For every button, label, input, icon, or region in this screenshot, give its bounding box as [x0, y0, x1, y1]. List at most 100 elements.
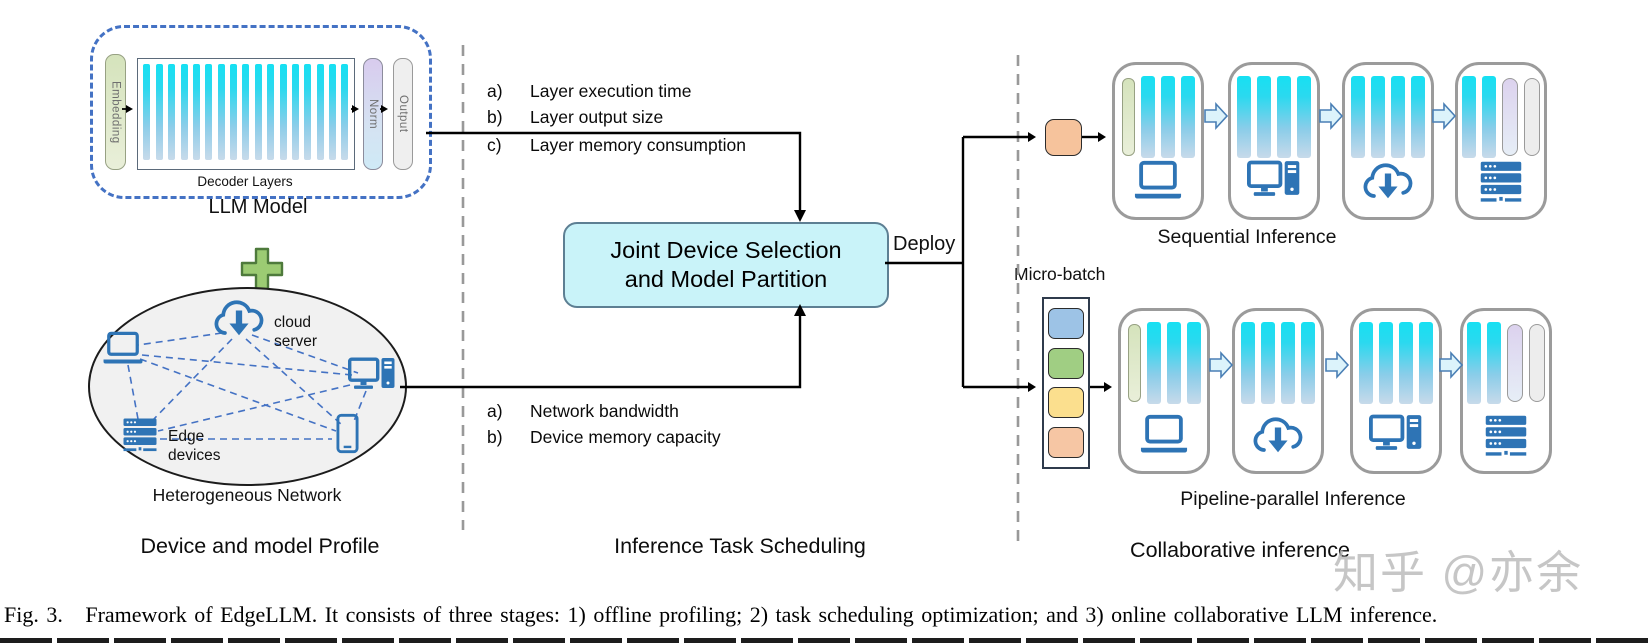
- single-micro-batch-square: [1045, 119, 1082, 156]
- decoder-layers-label: Decoder Layers: [197, 174, 293, 189]
- layer-bar: [329, 64, 336, 160]
- device-card-laptop: [1118, 308, 1210, 474]
- layer-bar: [1359, 322, 1373, 404]
- layer-bars: [1146, 322, 1201, 404]
- norm-pill: [1502, 78, 1518, 156]
- stage-label-collaborative: Collaborative inference: [1130, 538, 1350, 562]
- layer-bar: [1371, 76, 1385, 158]
- norm-block: Norm: [363, 58, 383, 170]
- figure-caption: Fig. 3. Framework of EdgeLLM. It consist…: [4, 602, 1438, 627]
- llm-model-box: Embedding Decoder Layers Norm Output: [90, 25, 432, 199]
- server-icon: [123, 418, 157, 452]
- layer-bar: [1399, 322, 1413, 404]
- item-marker: c): [487, 134, 502, 155]
- layer-bar: [1241, 322, 1255, 404]
- norm-label: Norm: [367, 98, 379, 130]
- item-marker: a): [487, 80, 503, 101]
- micro-batch-square: [1048, 347, 1084, 379]
- layer-bars: [1462, 76, 1496, 158]
- item-text: Device memory capacity: [530, 426, 721, 447]
- list-item: a) Layer execution time: [487, 78, 746, 104]
- layer-bar: [1462, 76, 1476, 158]
- model-shard: [1241, 322, 1315, 406]
- layer-bar: [1166, 322, 1181, 404]
- model-shard: [1462, 76, 1540, 160]
- micro-batch-square: [1048, 427, 1084, 459]
- layer-bar: [279, 64, 287, 160]
- pipeline-parallel-inference-label: Pipeline-parallel Inference: [1180, 488, 1406, 510]
- device-card-server: [1455, 62, 1547, 220]
- layer-bar: [1482, 76, 1496, 158]
- layer-bar: [1391, 76, 1405, 158]
- network-links: [127, 332, 367, 440]
- model-shard: [1121, 76, 1195, 160]
- layer-bar: [205, 64, 213, 160]
- deploy-label: Deploy: [893, 233, 956, 255]
- cloud-server-label-line2: server: [274, 333, 317, 350]
- cloud-server-label-line1: cloud: [274, 314, 311, 331]
- layer-bar: [1379, 322, 1393, 404]
- layer-bars: [1351, 76, 1425, 158]
- plus-icon: [240, 247, 284, 291]
- sequential-inference-label: Sequential Inference: [1157, 226, 1337, 248]
- stage-label-profile: Device and model Profile: [140, 534, 380, 558]
- layer-bars: [1140, 76, 1195, 158]
- micro-batch-queue: [1042, 297, 1090, 469]
- layer-bar: [168, 64, 176, 160]
- layer-bar: [254, 64, 262, 160]
- device-card-desktop: [1228, 62, 1320, 220]
- cloud-download-icon: [1361, 160, 1415, 205]
- layer-bar: [1419, 322, 1433, 404]
- layer-bar: [1261, 322, 1275, 404]
- device-card-server: [1460, 308, 1552, 474]
- norm-pill: [1507, 324, 1523, 402]
- item-text: Layer output size: [530, 106, 664, 127]
- network-profiling-list: a) Network bandwidth b) Device memory ca…: [487, 398, 721, 450]
- layer-bar: [316, 64, 324, 160]
- decoder-layers-box: [137, 58, 355, 170]
- layer-bar: [1281, 322, 1295, 404]
- layer-bar: [155, 64, 163, 160]
- layer-bars: [1241, 322, 1315, 404]
- server-icon: [1479, 414, 1533, 459]
- phone-icon: [336, 413, 359, 454]
- model-shard: [1351, 76, 1425, 160]
- list-item: a) Network bandwidth: [487, 398, 721, 424]
- output-block: Output: [393, 58, 413, 170]
- list-item: c) Layer memory consumption: [487, 132, 746, 158]
- output-pill: [1529, 324, 1545, 402]
- layer-bar: [1180, 76, 1195, 158]
- layer-bar: [1467, 322, 1481, 404]
- layer-bar: [1411, 76, 1425, 158]
- item-text: Layer execution time: [530, 80, 692, 101]
- model-profiling-list: a) Layer execution time b) Layer output …: [487, 78, 746, 158]
- device-card-desktop: [1350, 308, 1442, 474]
- embedding-block: Embedding: [105, 54, 126, 170]
- layer-bar: [1237, 76, 1251, 158]
- model-shard: [1359, 322, 1433, 406]
- layer-bar: [1277, 76, 1291, 158]
- desktop-pc-icon: [1247, 160, 1301, 205]
- llm-model-title: LLM Model: [208, 196, 308, 218]
- output-pill: [1524, 78, 1540, 156]
- layer-bar: [1186, 322, 1201, 404]
- model-shard: [1467, 322, 1545, 406]
- layer-bar: [192, 64, 200, 160]
- stage-label-scheduling: Inference Task Scheduling: [614, 534, 866, 558]
- item-text: Network bandwidth: [530, 400, 679, 421]
- layer-bar: [1487, 322, 1501, 404]
- cloud-download-icon: [214, 300, 264, 338]
- joint-scheduler-box: Joint Device Selection and Model Partiti…: [563, 222, 889, 308]
- laptop-icon: [101, 331, 145, 366]
- layer-bar: [1257, 76, 1271, 158]
- layer-bar: [217, 64, 225, 160]
- layer-bar: [143, 64, 151, 160]
- layer-bar: [341, 64, 349, 160]
- layer-bars: [1237, 76, 1311, 158]
- embedding-label: Embedding: [109, 80, 122, 144]
- network-graph: cloud server Edge devices: [101, 300, 396, 464]
- desktop-pc-icon: [1369, 414, 1423, 459]
- laptop-icon: [1131, 160, 1185, 205]
- item-marker: b): [487, 106, 503, 127]
